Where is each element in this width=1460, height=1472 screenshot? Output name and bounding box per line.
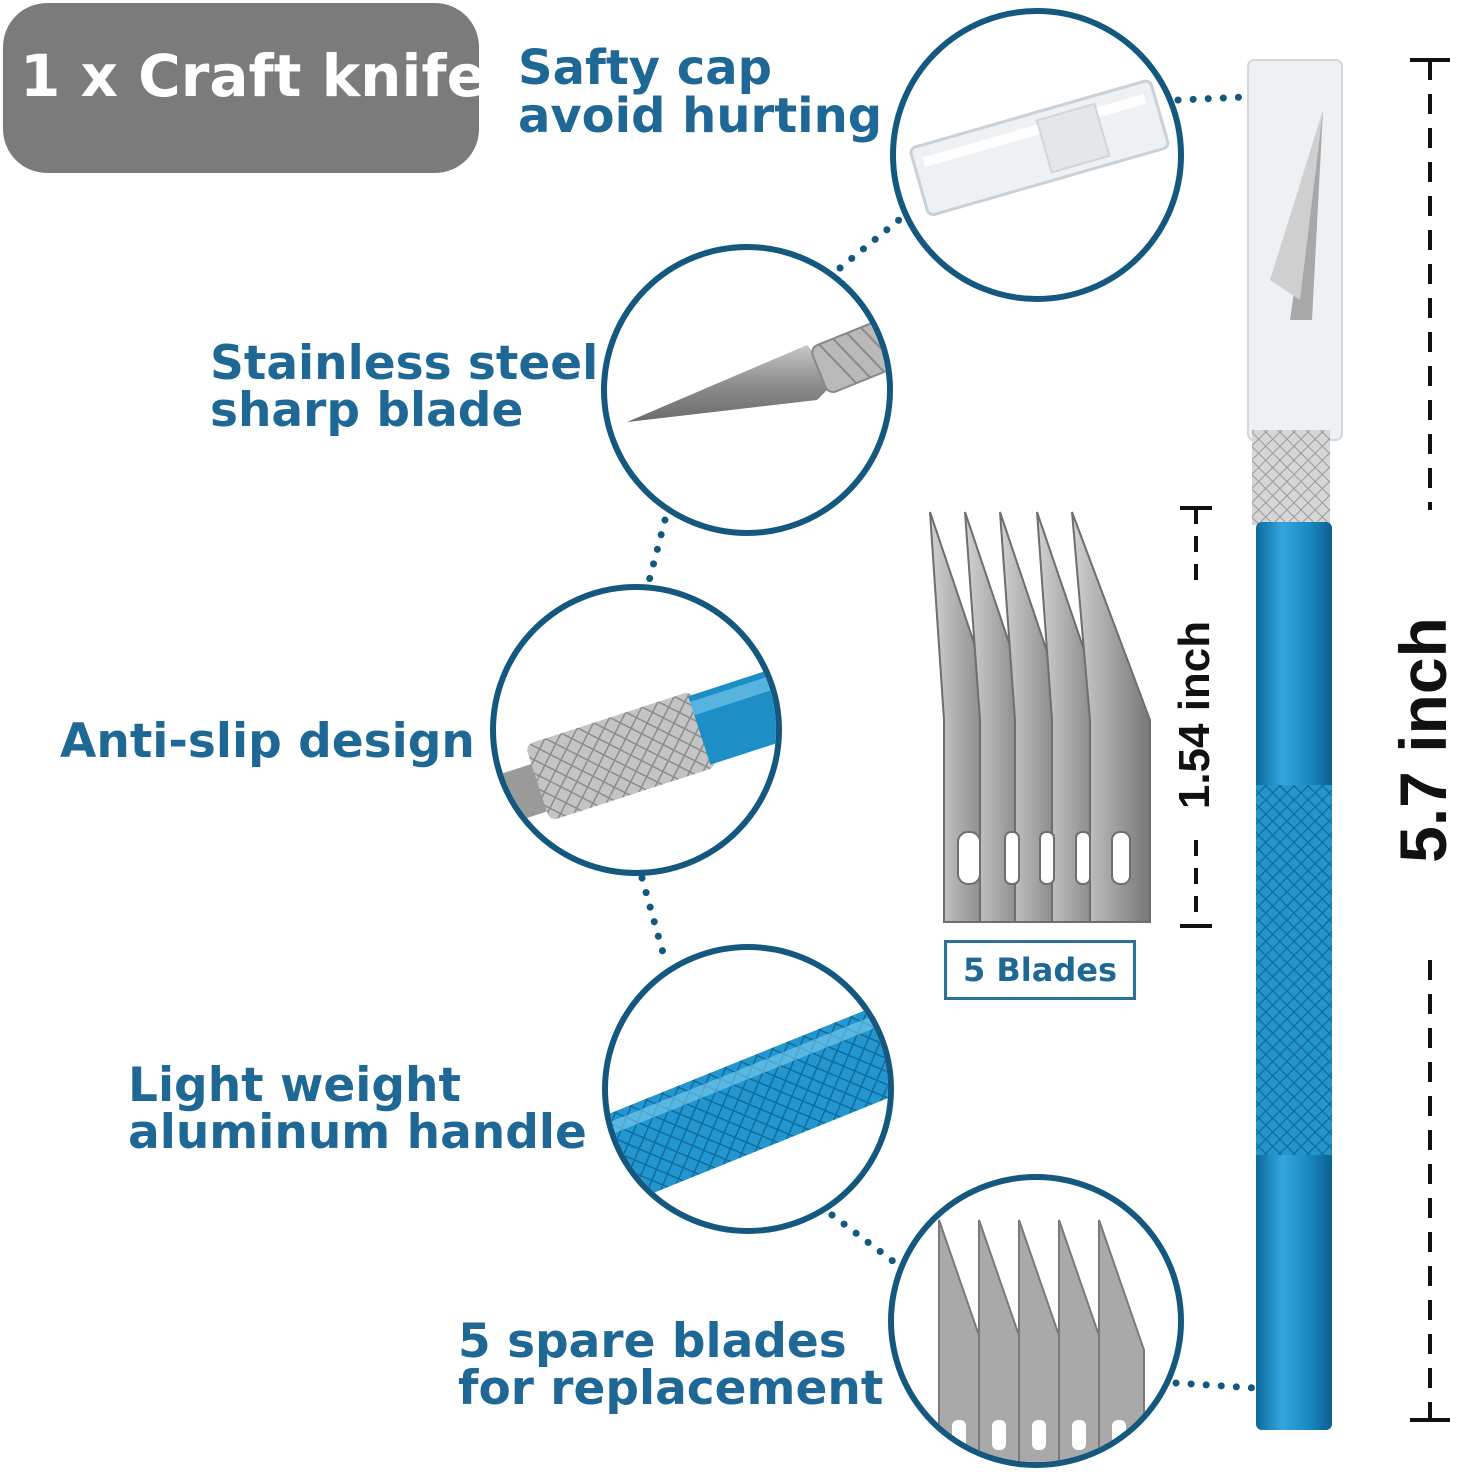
detail-circle-safety-cap — [890, 8, 1184, 302]
connector-dots — [638, 874, 669, 964]
feature-label-blade: Stainless steel sharp blade — [210, 340, 598, 434]
feature-line: aluminum handle — [128, 1105, 587, 1160]
feature-label-anti-slip: Anti-slip design — [60, 718, 475, 765]
connector-dots — [1172, 1379, 1259, 1392]
spare-blades-illustration — [938, 1219, 1145, 1462]
feature-line: Safty cap — [518, 40, 772, 96]
feature-line: Anti-slip design — [60, 714, 475, 769]
feature-label-safety-cap: Safty cap avoid hurting — [518, 44, 882, 140]
blades-count-label: 5 Blades — [962, 951, 1117, 989]
feature-line: Light weight — [128, 1058, 461, 1113]
detail-circle-handle — [602, 944, 894, 1234]
feature-line: avoid hurting — [518, 88, 883, 144]
feature-line: 5 spare blades — [458, 1314, 847, 1369]
title-badge — [3, 3, 479, 173]
feature-line: sharp blade — [210, 383, 524, 438]
handle-illustration — [608, 1000, 888, 1200]
connector-dots — [828, 1211, 902, 1269]
feature-label-handle: Light weight aluminum handle — [128, 1062, 587, 1156]
detail-circle-anti-slip — [490, 584, 782, 876]
knife-grip — [1256, 785, 1332, 1155]
blade-length-dimension: 1.54 inch — [1170, 620, 1219, 810]
knife-collet — [1252, 430, 1330, 525]
connector-dots — [1174, 93, 1249, 104]
feature-line: Stainless steel — [210, 336, 599, 391]
knife-length-dimension: 5.7 inch — [1386, 617, 1460, 863]
safety-cap-illustration — [909, 79, 1170, 216]
feature-label-spare-blades: 5 spare blades for replacement — [458, 1318, 883, 1412]
detail-circle-blade — [601, 244, 893, 536]
connector-dots — [836, 211, 909, 272]
product-title: 1 x Craft knife — [20, 42, 486, 110]
feature-line: for replacement — [458, 1361, 884, 1416]
blades-count-box: 5 Blades — [944, 940, 1136, 1000]
detail-circle-spare-blades — [888, 1174, 1184, 1468]
connector-dots — [644, 516, 669, 589]
